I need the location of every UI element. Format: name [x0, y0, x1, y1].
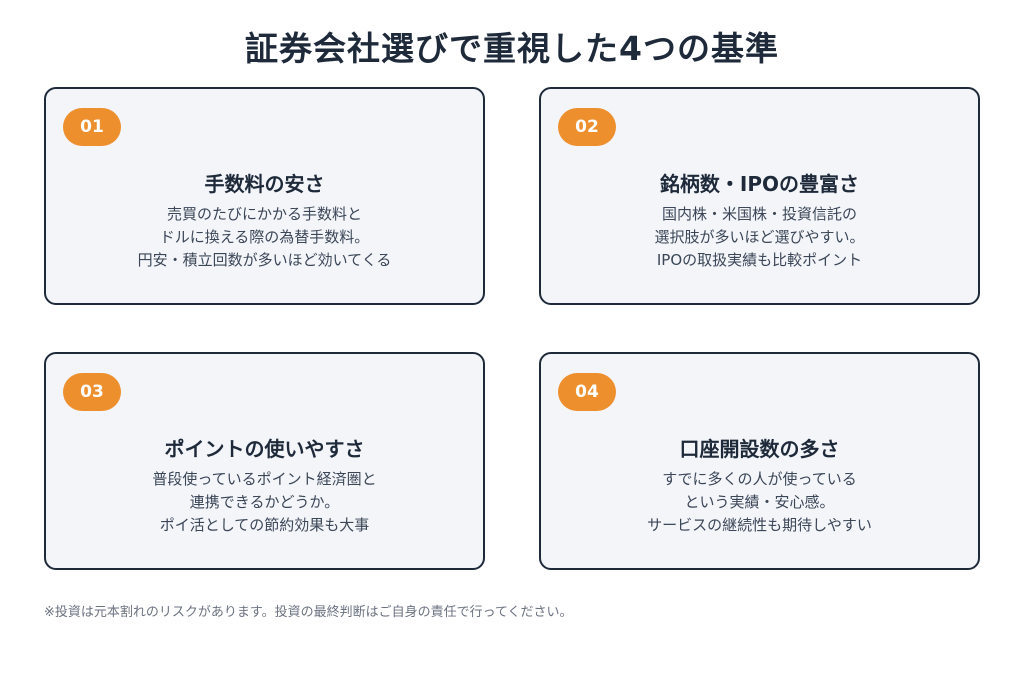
number-badge: 04	[558, 373, 616, 411]
card-description: 売買のたびにかかる手数料と ドルに換える際の為替手数料。 円安・積立回数が多いほ…	[46, 203, 483, 272]
card-heading: 手数料の安さ	[204, 172, 325, 196]
description-line: 連携できるかどうか。	[189, 493, 340, 511]
description-line: という実績・安心感。	[684, 493, 835, 511]
description-line: 普段使っているポイント経済圏と	[152, 470, 377, 488]
criterion-card-2: 02 銘柄数・IPOの豊富さ 国内株・米国株・投資信託の 選択肢が多いほど選びや…	[539, 87, 980, 305]
description-line: IPOの取扱実績も比較ポイント	[656, 251, 863, 269]
criterion-card-1: 01 手数料の安さ 売買のたびにかかる手数料と ドルに換える際の為替手数料。 円…	[44, 87, 485, 305]
card-heading: 銘柄数・IPOの豊富さ	[659, 172, 860, 196]
card-heading: ポイントの使いやすさ	[164, 437, 365, 461]
disclaimer-footnote: ※投資は元本割れのリスクがあります。投資の最終判断はご自身の責任で行ってください…	[44, 605, 573, 620]
card-description: 国内株・米国株・投資信託の 選択肢が多いほど選びやすい。 IPOの取扱実績も比較…	[541, 203, 978, 272]
criterion-card-4: 04 口座開設数の多さ すでに多くの人が使っている という実績・安心感。 サービ…	[539, 352, 980, 570]
description-line: ポイ活としての節約効果も大事	[159, 516, 370, 534]
description-line: 売買のたびにかかる手数料と	[166, 205, 362, 223]
card-description: 普段使っているポイント経済圏と 連携できるかどうか。 ポイ活としての節約効果も大…	[46, 468, 483, 537]
criterion-card-3: 03 ポイントの使いやすさ 普段使っているポイント経済圏と 連携できるかどうか。…	[44, 352, 485, 570]
card-description: すでに多くの人が使っている という実績・安心感。 サービスの継続性も期待しやすい	[541, 468, 978, 537]
card-heading: 口座開設数の多さ	[679, 437, 840, 461]
description-line: サービスの継続性も期待しやすい	[647, 516, 872, 534]
description-line: 円安・積立回数が多いほど効いてくる	[137, 251, 392, 269]
description-line: ドルに換える際の為替手数料。	[159, 228, 370, 246]
number-badge: 03	[63, 373, 121, 411]
description-line: すでに多くの人が使っている	[662, 470, 857, 488]
number-badge: 02	[558, 108, 616, 146]
page-title: 証券会社選びで重視した4つの基準	[245, 29, 779, 68]
number-badge: 01	[63, 108, 121, 146]
description-line: 選択肢が多いほど選びやすい。	[654, 228, 865, 246]
description-line: 国内株・米国株・投資信託の	[661, 205, 857, 223]
